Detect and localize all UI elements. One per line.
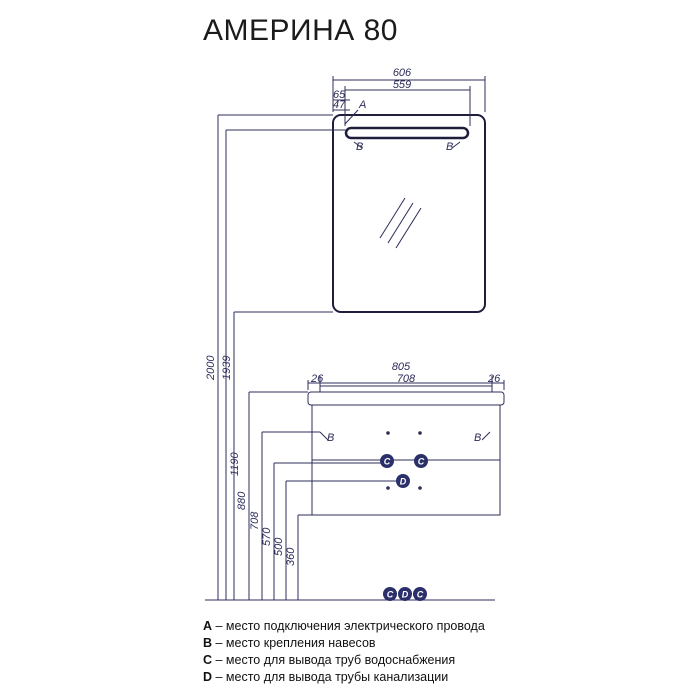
page-title: АМЕРИНА 80	[203, 14, 398, 47]
dim-cabinet-total: 805	[392, 361, 411, 373]
dim-cabinet-side-right: 26	[487, 373, 501, 385]
marker-c-floor-left: C	[383, 587, 397, 601]
legend-item-c: C – место для вывода труб водоснабжения	[203, 653, 456, 667]
svg-text:D: D	[402, 590, 409, 600]
legend-item-a: A – место подключения электрического про…	[203, 619, 485, 633]
label-b-mirror-right: B	[446, 141, 453, 153]
height-570: 570	[261, 527, 273, 546]
marker-d-floor: D	[398, 587, 412, 601]
label-a: A	[358, 99, 366, 111]
marker-c-left: C	[380, 454, 394, 468]
height-1939: 1939	[221, 356, 233, 380]
mount-dot	[418, 486, 422, 490]
dim-mirror-total: 606	[393, 67, 412, 79]
height-360: 360	[285, 547, 297, 566]
mount-dot	[418, 431, 422, 435]
dim-cabinet-inner: 708	[397, 373, 416, 385]
dim-cabinet-side-left: 26	[310, 373, 324, 385]
label-b-mirror-left: B	[356, 141, 363, 153]
countertop	[307, 391, 505, 406]
dim-mirror-offset-b: 47	[333, 99, 346, 111]
svg-text:D: D	[400, 477, 407, 487]
marker-c-floor-right: C	[413, 587, 427, 601]
mirror-glare-2	[387, 202, 414, 244]
svg-text:C: C	[418, 457, 425, 467]
legend-item-d: D – место для вывода трубы канализации	[203, 670, 449, 684]
legend: A – место подключения электрического про…	[203, 618, 485, 686]
svg-text:C: C	[417, 590, 424, 600]
label-b-cabinet-left: B	[327, 432, 334, 444]
legend-item-b: B – место крепления навесов	[203, 636, 376, 650]
svg-text:C: C	[387, 590, 394, 600]
height-880: 880	[236, 491, 248, 510]
mirror-glare-1	[379, 197, 406, 239]
mount-dot	[386, 431, 390, 435]
mirror-lamp	[344, 126, 470, 140]
mirror	[332, 114, 486, 313]
label-b-cabinet-right: B	[474, 432, 481, 444]
marker-d-cabinet: D	[396, 474, 410, 488]
dim-mirror-inner: 559	[393, 79, 411, 91]
height-500: 500	[273, 537, 285, 556]
marker-c-right: C	[414, 454, 428, 468]
svg-text:C: C	[384, 457, 391, 467]
height-1190: 1190	[229, 451, 241, 476]
mount-dot	[386, 486, 390, 490]
mirror-glare-3	[395, 207, 422, 249]
height-2000: 2000	[205, 355, 217, 381]
height-708: 708	[249, 511, 261, 530]
dim-mirror-offset-a: 65	[333, 89, 346, 101]
